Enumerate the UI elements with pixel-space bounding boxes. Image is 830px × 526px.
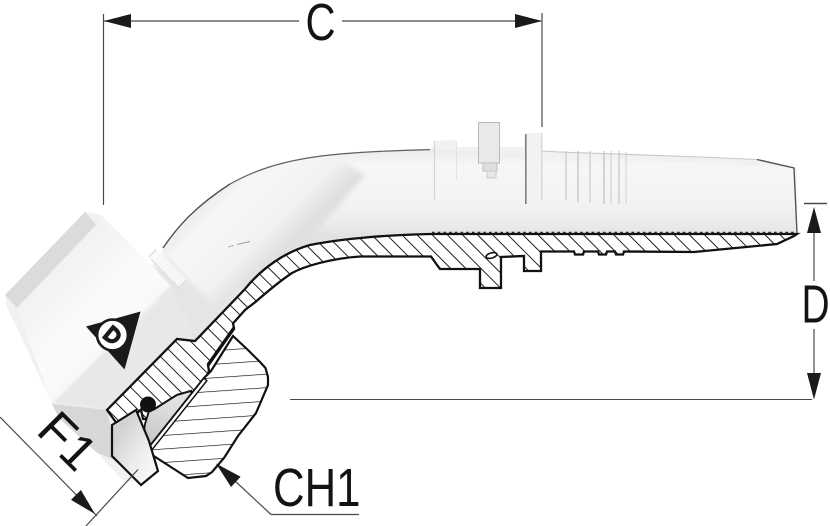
svg-text:CH1: CH1	[273, 459, 360, 518]
svg-text:D: D	[801, 273, 829, 334]
svg-text:C: C	[305, 0, 335, 51]
